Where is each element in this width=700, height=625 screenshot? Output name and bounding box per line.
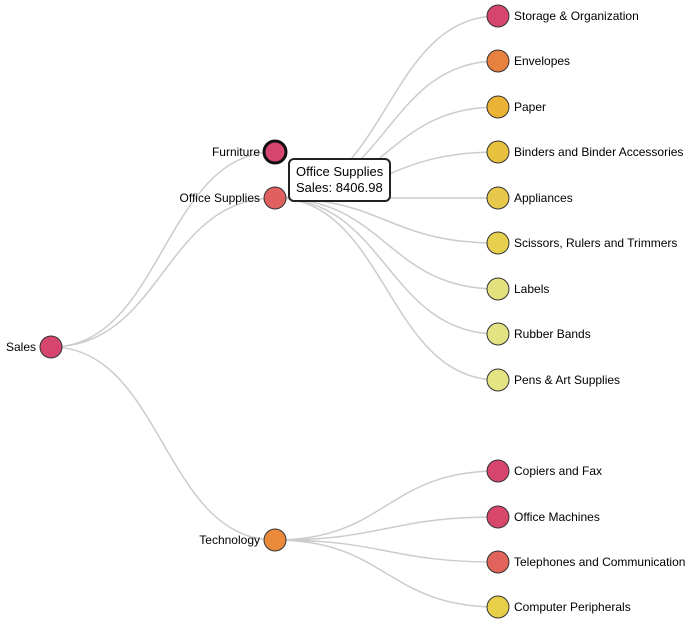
node-label: Office Machines bbox=[514, 510, 600, 524]
node-circle[interactable] bbox=[486, 277, 510, 301]
node-circle[interactable] bbox=[263, 186, 287, 210]
node-office-machines[interactable]: Office Machines bbox=[486, 505, 600, 529]
node-circle[interactable] bbox=[486, 4, 510, 28]
node-label: Pens & Art Supplies bbox=[514, 373, 620, 387]
node-label: Copiers and Fax bbox=[514, 464, 602, 478]
node-office-supplies[interactable]: Office Supplies bbox=[180, 186, 287, 210]
node-technology[interactable]: Technology bbox=[199, 528, 287, 552]
link-computer-peripherals bbox=[274, 539, 499, 608]
link-telephones-and-communication bbox=[274, 539, 499, 563]
link-labels bbox=[274, 197, 499, 290]
node-binders-and-binder-accessories[interactable]: Binders and Binder Accessories bbox=[486, 140, 683, 164]
node-label: Telephones and Communication bbox=[514, 555, 685, 569]
node-label: Technology bbox=[199, 533, 260, 547]
node-circle[interactable] bbox=[486, 49, 510, 73]
node-circle[interactable] bbox=[486, 231, 510, 255]
node-circle[interactable] bbox=[486, 505, 510, 529]
node-circle[interactable] bbox=[486, 459, 510, 483]
node-paper[interactable]: Paper bbox=[486, 95, 546, 119]
node-label: Computer Peripherals bbox=[514, 600, 631, 614]
node-circle[interactable] bbox=[486, 186, 510, 210]
node-telephones-and-communication[interactable]: Telephones and Communication bbox=[486, 550, 685, 574]
node-envelopes[interactable]: Envelopes bbox=[486, 49, 570, 73]
tooltip-title: Office Supplies bbox=[296, 164, 384, 179]
node-label: Appliances bbox=[514, 191, 573, 205]
node-storage-organization[interactable]: Storage & Organization bbox=[486, 4, 639, 28]
node-tooltip: Office Supplies Sales: 8406.98 bbox=[288, 158, 392, 202]
node-circle[interactable] bbox=[486, 595, 510, 619]
node-circle[interactable] bbox=[486, 550, 510, 574]
link-office-supplies bbox=[50, 197, 276, 348]
node-copiers-and-fax[interactable]: Copiers and Fax bbox=[486, 459, 602, 483]
link-office-machines bbox=[274, 516, 499, 541]
node-label: Scissors, Rulers and Trimmers bbox=[514, 236, 677, 250]
link-technology bbox=[50, 346, 276, 541]
node-circle[interactable] bbox=[486, 322, 510, 346]
tooltip-sales: Sales: 8406.98 bbox=[296, 180, 383, 195]
node-sales[interactable]: Sales bbox=[6, 335, 63, 359]
node-circle[interactable] bbox=[263, 528, 287, 552]
node-circle[interactable] bbox=[486, 368, 510, 392]
node-circle[interactable] bbox=[486, 140, 510, 164]
node-label: Paper bbox=[514, 100, 546, 114]
node-circle[interactable] bbox=[262, 139, 288, 165]
node-computer-peripherals[interactable]: Computer Peripherals bbox=[486, 595, 631, 619]
node-rubber-bands[interactable]: Rubber Bands bbox=[486, 322, 591, 346]
link-pens-art-supplies bbox=[274, 197, 499, 381]
node-label: Rubber Bands bbox=[514, 327, 591, 341]
node-label: Labels bbox=[514, 282, 549, 296]
link-copiers-and-fax bbox=[274, 470, 499, 541]
link-furniture bbox=[50, 151, 276, 348]
link-rubber-bands bbox=[274, 197, 499, 335]
node-label: Binders and Binder Accessories bbox=[514, 145, 683, 159]
node-pens-art-supplies[interactable]: Pens & Art Supplies bbox=[486, 368, 620, 392]
node-label: Sales bbox=[6, 340, 36, 354]
node-label: Envelopes bbox=[514, 54, 570, 68]
node-circle[interactable] bbox=[39, 335, 63, 359]
node-label: Storage & Organization bbox=[514, 9, 639, 23]
node-label: Office Supplies bbox=[180, 191, 261, 205]
node-labels[interactable]: Labels bbox=[486, 277, 549, 301]
node-circle[interactable] bbox=[486, 95, 510, 119]
node-appliances[interactable]: Appliances bbox=[486, 186, 573, 210]
node-label: Furniture bbox=[212, 145, 260, 159]
node-scissors-rulers-and-trimmers[interactable]: Scissors, Rulers and Trimmers bbox=[486, 231, 677, 255]
node-furniture[interactable]: Furniture bbox=[212, 139, 288, 165]
links-layer bbox=[50, 15, 499, 608]
